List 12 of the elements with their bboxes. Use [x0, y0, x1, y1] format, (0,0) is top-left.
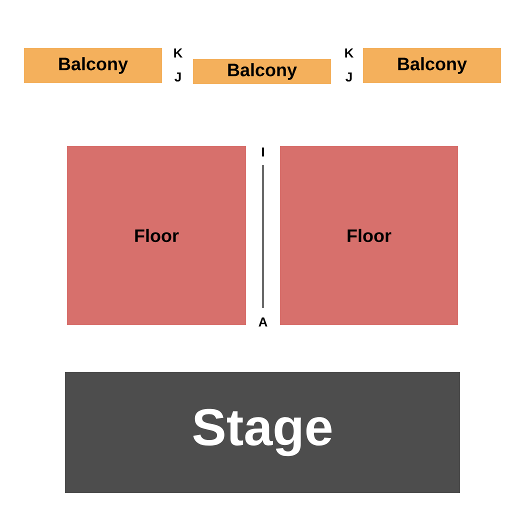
balcony-section: Balcony	[24, 48, 162, 83]
floor-section: Floor	[280, 146, 458, 325]
balcony-section: Balcony	[193, 59, 331, 84]
row-label: K	[345, 48, 354, 58]
row-label: A	[258, 318, 268, 326]
row-label: J	[346, 72, 352, 82]
row-label: I	[262, 148, 264, 156]
floor-section: Floor	[67, 146, 246, 325]
row-label: J	[174, 72, 181, 82]
stage-block: Stage	[65, 372, 460, 493]
row-label: K	[174, 48, 183, 58]
balcony-section: Balcony	[363, 48, 501, 83]
